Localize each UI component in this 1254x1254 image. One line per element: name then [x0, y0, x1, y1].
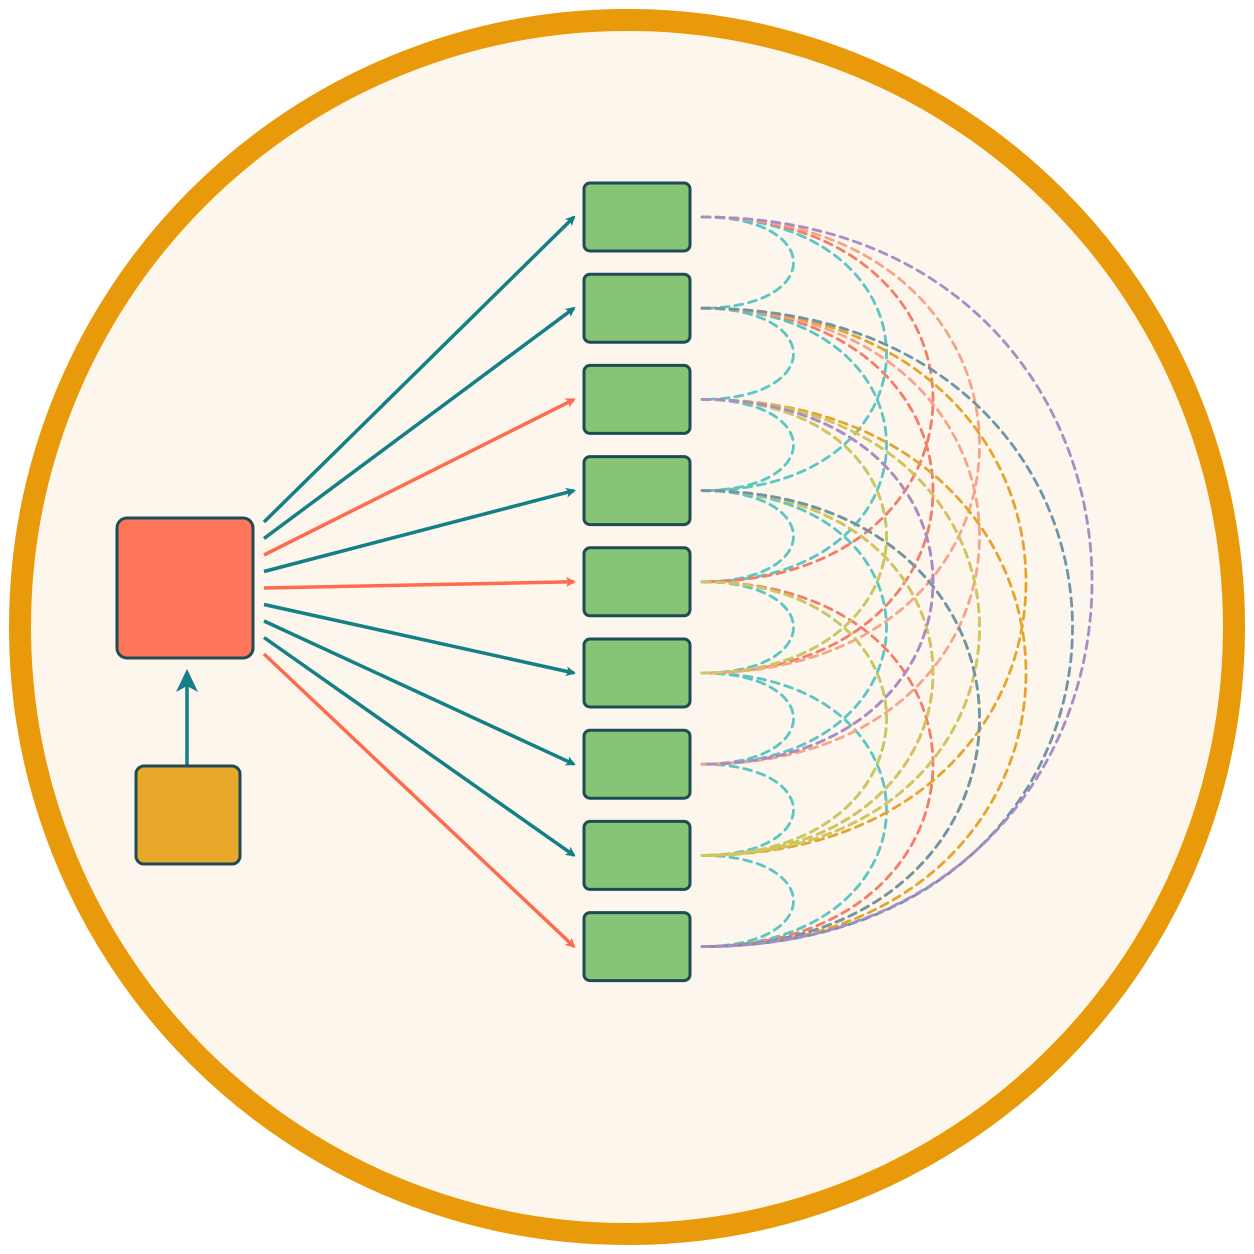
- output-node-3: [582, 363, 692, 435]
- fan-arrow-5: [263, 576, 576, 590]
- output-node-8: [582, 819, 692, 891]
- frame-ring: [9, 9, 1245, 1245]
- pairwise-link-2-6-15: [700, 306, 935, 675]
- pairwise-link-2-8-23: [700, 306, 1028, 857]
- output-node-2: [582, 272, 692, 344]
- output-node-4: [582, 455, 692, 527]
- pairwise-link-1-2-0: [700, 215, 795, 310]
- pairwise-link-8-9-7: [700, 854, 795, 948]
- pairwise-link-4-8-29: [700, 489, 935, 857]
- pairwise-link-1-6-22: [700, 215, 981, 675]
- pairwise-link-6-9-13: [700, 671, 888, 948]
- pairwise-link-4-5-3: [700, 489, 795, 584]
- output-node-6: [582, 637, 692, 709]
- pairwise-link-3-8-25: [700, 398, 981, 857]
- pairwise-links: [700, 215, 1094, 948]
- pairwise-link-3-6-27: [700, 398, 888, 675]
- fan-arrow-3: [263, 397, 576, 557]
- pairwise-link-1-5-14: [700, 215, 935, 584]
- pairwise-link-4-9-31: [700, 489, 981, 948]
- hub-node: [115, 516, 255, 660]
- fan-arrow-6: [263, 602, 576, 677]
- output-node-1: [582, 181, 692, 253]
- pairwise-link-2-3-1: [700, 306, 795, 401]
- pairwise-link-5-8-28: [700, 580, 888, 857]
- pairwise-link-4-7-11: [700, 489, 888, 766]
- fan-arrow-4: [263, 487, 576, 574]
- pairwise-link-6-7-5: [700, 671, 795, 766]
- pairwise-link-3-9-24: [700, 398, 1028, 948]
- pairwise-link-7-8-6: [700, 762, 795, 857]
- fan-arrow-2: [262, 306, 576, 540]
- fan-out-arrows: [262, 215, 576, 948]
- pairwise-link-3-7-33: [700, 398, 935, 766]
- pairwise-link-2-7-19: [700, 306, 981, 766]
- fan-arrow-9: [262, 652, 576, 948]
- source-to-hub-arrowhead: [176, 669, 198, 692]
- source-node: [134, 764, 242, 866]
- pairwise-link-3-4-2: [700, 398, 795, 492]
- pairwise-link-1-4-8: [700, 215, 888, 492]
- output-node-7: [582, 728, 692, 800]
- output-node-5: [582, 546, 692, 618]
- output-node-9: [582, 911, 692, 983]
- pairwise-link-5-6-4: [700, 580, 795, 675]
- output-node-column: [582, 181, 692, 983]
- pairwise-link-5-9-18: [700, 580, 935, 948]
- fan-arrow-1: [262, 215, 576, 524]
- pairwise-link-2-5-9: [700, 306, 888, 584]
- fan-arrow-8: [262, 636, 576, 857]
- fan-arrow-7: [263, 619, 576, 766]
